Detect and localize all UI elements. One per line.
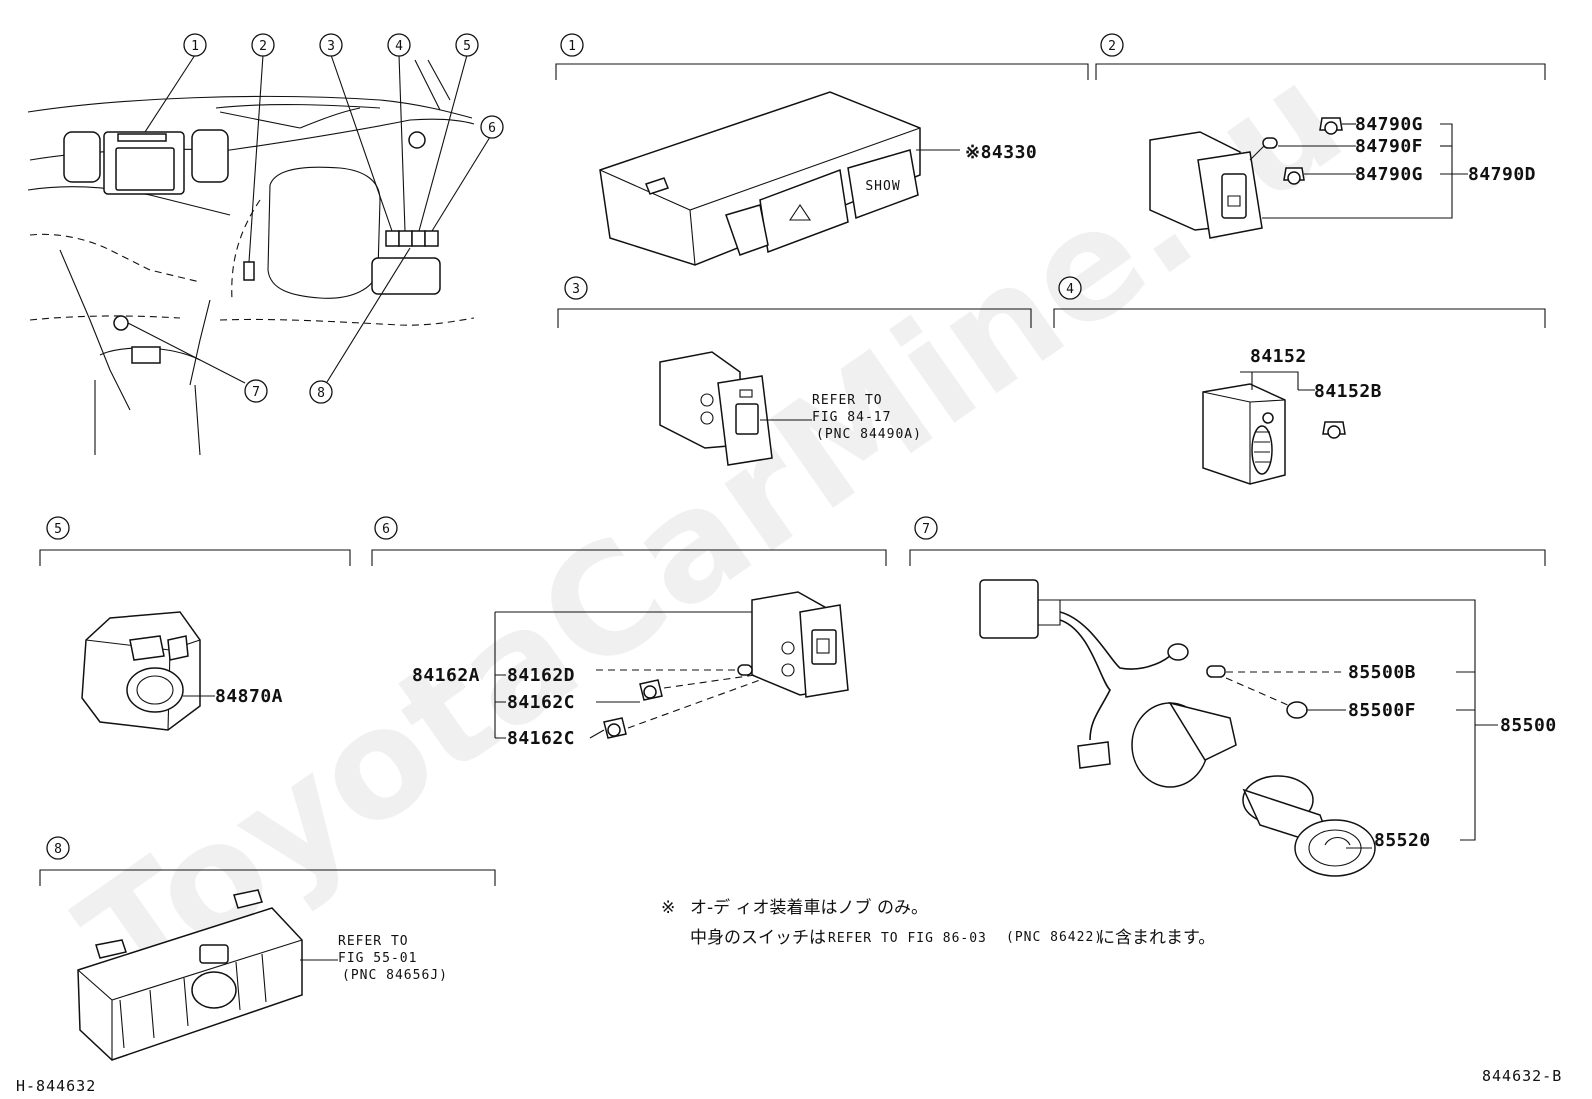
svg-text:3: 3 [327,39,335,54]
svg-text:1: 1 [568,39,576,54]
svg-text:84790G: 84790G [1355,164,1423,185]
svg-text:7: 7 [252,385,260,400]
svg-text:1: 1 [191,39,199,54]
svg-text:中身のスイッチは: 中身のスイッチは [690,928,826,948]
svg-text:4: 4 [395,39,403,54]
cigarette-lighter-harness [979,579,1237,788]
bulb-85500b [1206,665,1226,678]
callout-6: 6 [480,115,504,139]
svg-text:FIG 84-17: FIG 84-17 [812,410,891,425]
svg-text:(PNC 84656J): (PNC 84656J) [342,968,448,983]
svg-text:84152: 84152 [1250,346,1307,367]
svg-text:85500: 85500 [1500,715,1557,736]
switch-3 [659,351,773,466]
svg-text:7: 7 [922,522,930,537]
section-1: 1 SHOW ※84330 [555,33,1089,266]
section-4: 4 84152 84152B [1053,276,1546,485]
dashboard-overview: 1 2 3 4 5 6 7 8 [27,33,504,456]
callout-7: 7 [244,379,268,403]
svg-text:8: 8 [317,386,325,401]
svg-text:85500B: 85500B [1348,662,1416,683]
callout-2: 2 [251,33,275,57]
bulb-85500f [1286,701,1308,719]
footnote: ※ オ-デ ィオ装着車はノブ のみ。 中身のスイッチは REFER TO FIG… [661,897,1215,948]
mirror-switch [81,611,201,731]
svg-text:(PNC 84490A): (PNC 84490A) [816,427,922,442]
bulb-84790g-top [1319,117,1343,135]
callout-8: 8 [309,380,333,404]
switch-6 [751,591,849,698]
section-3: 3 REFER TO FIG 84-17 (PNC 84490A) [557,276,1032,466]
svg-text:84162A: 84162A [412,665,480,686]
svg-text:84790G: 84790G [1355,114,1423,135]
bulb-84152b [1322,421,1346,439]
svg-text:※: ※ [661,898,675,918]
svg-text:6: 6 [382,522,390,537]
bulb-84162c-1 [639,679,663,701]
svg-text:2: 2 [1108,39,1116,54]
bulb-84162d [737,664,753,676]
section-7: 7 85500B 85500F 85500 [909,516,1557,877]
bulb-84162c-2 [603,717,627,739]
svg-text:8: 8 [54,842,62,857]
footer-left-code: H-844632 [16,1077,96,1095]
svg-text:FIG 55-01: FIG 55-01 [338,951,417,966]
callout-4: 4 [387,33,411,57]
callout-5: 5 [455,33,479,57]
svg-text:4: 4 [1066,282,1074,297]
svg-text:85500F: 85500F [1348,700,1416,721]
svg-text:REFER TO FIG 86-03: REFER TO FIG 86-03 [828,931,987,946]
svg-text:(PNC 86422): (PNC 86422) [1006,930,1103,945]
part-number-84330: ※84330 [965,142,1037,163]
section-2: 2 84790G 84790F 84790G 84790D [1095,33,1546,239]
section-5: 5 84870A [39,516,351,731]
svg-text:84152B: 84152B [1314,381,1382,402]
svg-text:84870A: 84870A [215,686,283,707]
svg-text:84790F: 84790F [1355,136,1423,157]
bulb-84790g-bottom [1283,167,1305,185]
svg-text:84162C: 84162C [507,728,575,749]
svg-text:SHOW: SHOW [865,179,900,194]
callout-1: 1 [183,33,207,57]
svg-text:オ-デ ィオ装着車はノブ のみ。: オ-デ ィオ装着車はノブ のみ。 [690,897,928,918]
section-6: 6 84162A 84162D 84162C 84162C [371,516,887,749]
svg-text:REFER TO: REFER TO [812,393,883,408]
svg-text:5: 5 [463,39,471,54]
callout-3: 3 [319,33,343,57]
bulb-84790f [1262,137,1278,149]
dimmer-switch [1202,383,1286,485]
svg-text:2: 2 [259,39,267,54]
svg-text:に含まれます。: に含まれます。 [1098,928,1215,948]
footer-right-code: 844632-B [1482,1067,1562,1085]
switch-bezel [77,889,303,1061]
svg-text:5: 5 [54,522,62,537]
cigarette-lighter-knob [1242,775,1376,877]
svg-text:84790D: 84790D [1468,164,1536,185]
section-8: 8 REFER TO FIG 55-01 (PNC 84656J) [39,836,496,1061]
svg-text:84162C: 84162C [507,692,575,713]
hazard-switch-assembly: SHOW [599,91,960,266]
switch-2 [1149,131,1263,239]
svg-text:REFER TO: REFER TO [338,934,409,949]
svg-text:6: 6 [488,121,496,136]
svg-text:3: 3 [572,282,580,297]
svg-text:85520: 85520 [1374,830,1431,851]
svg-text:84162D: 84162D [507,665,575,686]
